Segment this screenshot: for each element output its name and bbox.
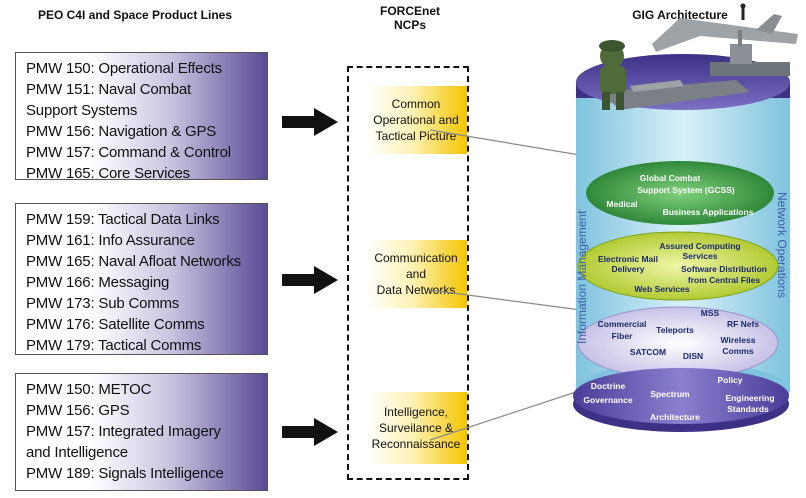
layer-label: Comms bbox=[722, 346, 753, 356]
layer-services bbox=[577, 231, 779, 301]
person-icon bbox=[740, 3, 746, 20]
layer-label: Engineering bbox=[725, 393, 774, 403]
pmw-line: PMW 157: Integrated Imagery bbox=[26, 423, 221, 440]
pmw-line: PMW 173: Sub Comms bbox=[26, 295, 180, 312]
layer-label: from Central Files bbox=[688, 275, 761, 285]
gig-architecture-diagram: Information Management Network Operation… bbox=[573, 3, 798, 432]
side-label-network-operations: Network Operations bbox=[775, 192, 789, 298]
ncp-communication-data-networks: Communication and Data Networks bbox=[365, 240, 467, 308]
ncps-header-line1: FORCEnet bbox=[380, 4, 440, 18]
pmw-line: PMW 159: Tactical Data Links bbox=[26, 211, 220, 228]
pmw-line: PMW 161: Info Assurance bbox=[26, 232, 195, 249]
aircraft-icon bbox=[652, 18, 798, 52]
layer-label: Global Combat bbox=[640, 173, 701, 183]
pmw-line: PMW 156: GPS bbox=[26, 402, 130, 419]
layer-label: Policy bbox=[717, 375, 742, 385]
pmw-line: PMW 157: Command & Control bbox=[26, 144, 231, 161]
pmw-line: Support Systems bbox=[26, 102, 138, 119]
layer-label: Web Services bbox=[634, 284, 689, 294]
layer-label: DISN bbox=[683, 351, 703, 361]
layer-label: Standards bbox=[727, 404, 769, 414]
pmw-line: PMW 150: Operational Effects bbox=[26, 60, 222, 77]
layer-label: MSS bbox=[701, 308, 720, 318]
pmw-line: PMW 165: Core Services bbox=[26, 165, 190, 182]
carrier-icon bbox=[600, 80, 750, 110]
layer-label: Architecture bbox=[650, 412, 700, 422]
arrow-right-icon bbox=[282, 108, 338, 136]
product-group-communications: PMW 159: Tactical Data Links PMW 161: In… bbox=[15, 203, 268, 355]
layer-label: Commercial bbox=[598, 319, 647, 329]
layer-label: Electronic Mail bbox=[598, 254, 658, 264]
layer-label: Support System (GCSS) bbox=[637, 185, 734, 195]
product-group-c4i: PMW 150: Operational Effects PMW 151: Na… bbox=[15, 52, 268, 182]
arrow-right-icon bbox=[282, 418, 338, 446]
pmw-line: PMW 189: Signals Intelligence bbox=[26, 465, 224, 482]
arrow-right-icon bbox=[282, 266, 338, 294]
layer-label: Doctrine bbox=[591, 381, 626, 391]
layer-label: Medical bbox=[606, 199, 637, 209]
ncps-header-line2: NCPs bbox=[393, 18, 426, 32]
ncp-dashed-frame bbox=[347, 66, 469, 480]
layer-applications bbox=[586, 161, 774, 225]
pmw-line: and Intelligence bbox=[26, 444, 128, 461]
layer-label: RF Nefs bbox=[727, 319, 759, 329]
layer-label: Governance bbox=[583, 395, 632, 405]
ncp-common-operational-picture: Common Operational and Tactical Picture bbox=[365, 86, 467, 154]
layer-label: Delivery bbox=[611, 264, 644, 274]
product-lines-header: PEO C4I and Space Product Lines bbox=[37, 8, 233, 22]
pmw-line: PMW 176: Satellite Comms bbox=[26, 316, 205, 333]
pmw-line: PMW 156: Navigation & GPS bbox=[26, 123, 217, 140]
ncp-label: Communication and Data Networks bbox=[374, 251, 458, 297]
military-assets-illustration bbox=[599, 14, 798, 110]
pmw-line: PMW 165: Naval Afloat Networks bbox=[26, 253, 241, 270]
layer-label: Software Distribution bbox=[681, 264, 767, 274]
ncp-label: Intelligence, Surveilance & Reconnaissan… bbox=[371, 405, 461, 451]
side-label-information-management: Information Management bbox=[575, 210, 589, 344]
layer-label: Services bbox=[683, 251, 718, 261]
layer-label: Teleports bbox=[656, 325, 694, 335]
layer-label: SATCOM bbox=[630, 347, 666, 357]
layer-label: Fiber bbox=[612, 331, 633, 341]
ncp-label: Common Operational and Tactical Picture bbox=[373, 97, 459, 143]
pmw-line: PMW 179: Tactical Comms bbox=[26, 337, 202, 354]
layer-foundation bbox=[573, 368, 789, 424]
gig-architecture-header: GIG Architecture bbox=[632, 8, 728, 22]
connector-arrow bbox=[429, 385, 591, 441]
connector-arrow bbox=[429, 129, 601, 162]
ncps-header: FORCEnet NCPs bbox=[360, 4, 460, 32]
ship-hull-icon bbox=[710, 62, 790, 76]
layer-label: Spectrum bbox=[650, 389, 690, 399]
pmw-line: PMW 166: Messaging bbox=[26, 274, 170, 291]
layer-label: Wireless bbox=[721, 335, 756, 345]
pmw-line: PMW 150: METOC bbox=[26, 381, 152, 398]
ncp-isr: Intelligence, Surveilance & Reconnaissan… bbox=[365, 392, 467, 464]
pmw-line: PMW 151: Naval Combat bbox=[26, 81, 192, 98]
layer-label: Assured Computing bbox=[659, 241, 740, 251]
product-group-intelligence: PMW 150: METOC PMW 156: GPS PMW 157: Int… bbox=[15, 373, 268, 491]
layer-label: Business Applications bbox=[663, 207, 754, 217]
connector-arrow bbox=[429, 289, 599, 316]
